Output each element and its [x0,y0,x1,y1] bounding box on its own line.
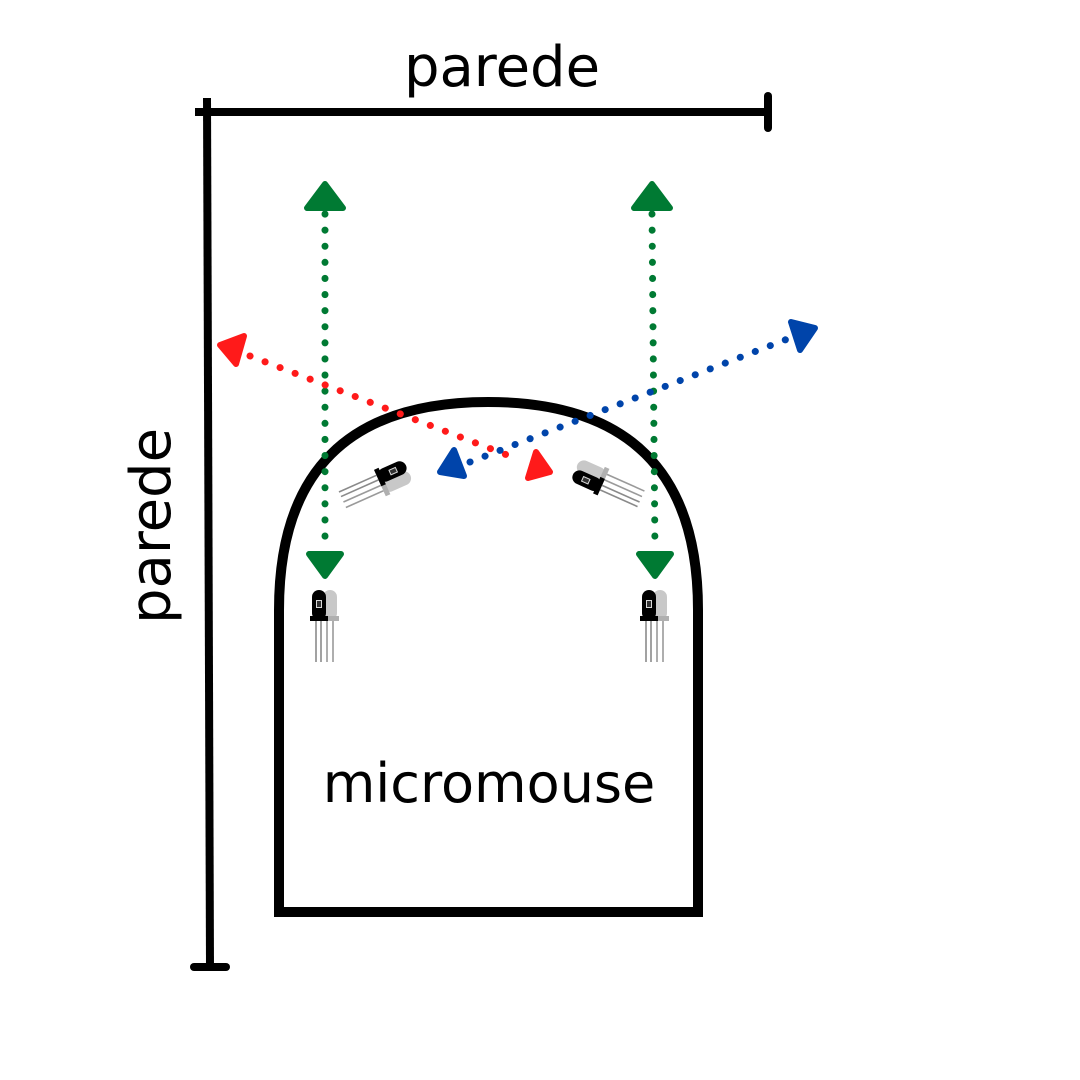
left-front-sensor-icon [309,589,340,663]
right-diagonal-beam [437,319,818,479]
left-front-beam [304,181,346,579]
micromouse-label: micromouse [323,752,656,815]
left-wall-label: parede [119,428,184,624]
right-front-beam [631,181,674,579]
left-diagonal-sensor-icon [335,456,415,514]
top-wall [195,92,772,132]
right-front-sensor-icon [639,589,670,663]
right-diagonal-sensor-icon [568,455,648,513]
top-wall-label: parede [404,35,600,100]
micromouse-body [274,396,703,917]
left-diagonal-beam [217,333,553,481]
left-wall [190,97,230,971]
